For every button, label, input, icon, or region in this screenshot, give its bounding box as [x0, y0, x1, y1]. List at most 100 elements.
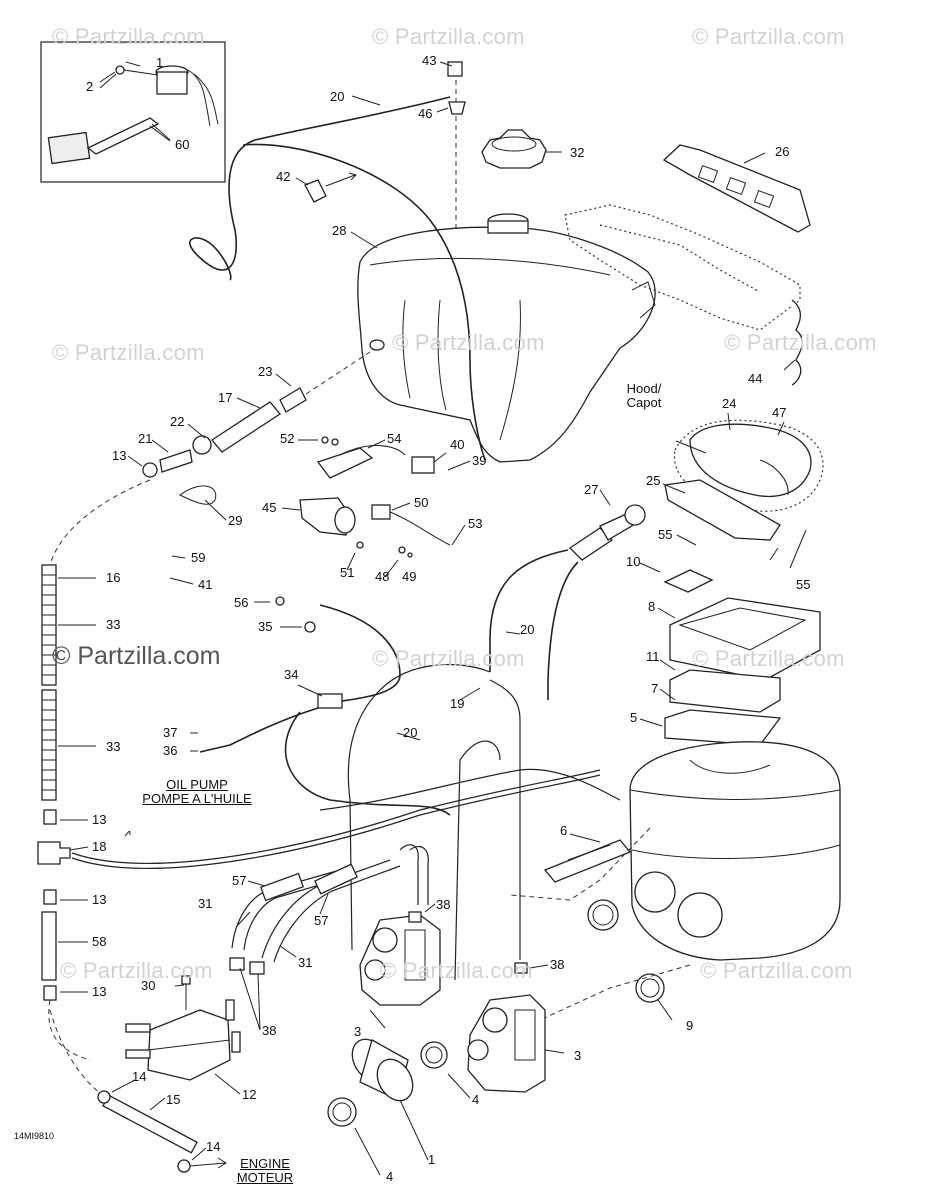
- fuel-sender-inset: [40, 41, 226, 183]
- callout-27: 27: [584, 482, 599, 497]
- hood-label-fr: Capot: [626, 395, 662, 410]
- callout-10: 10: [626, 554, 641, 569]
- callout-7: 7: [651, 681, 659, 696]
- callout-50: 50: [414, 495, 429, 510]
- callout-30: 30: [141, 978, 156, 993]
- callout-13: 13: [112, 448, 127, 463]
- callout-20c: 20: [403, 725, 418, 740]
- callout-20b: 20: [520, 622, 535, 637]
- callout-19: 19: [450, 696, 465, 711]
- callout-8: 8: [648, 599, 656, 614]
- callout-21: 21: [138, 431, 153, 446]
- callout-13c: 13: [92, 892, 107, 907]
- callout-59: 59: [191, 550, 206, 565]
- watermark: © Partzilla.com: [52, 340, 205, 365]
- callout-4: 4: [472, 1092, 480, 1107]
- callout-55b: 55: [796, 577, 811, 592]
- callout-14b: 14: [206, 1139, 221, 1154]
- callout-45: 45: [262, 500, 277, 515]
- oil-pump-label-fr: POMPE A L'HUILE: [142, 791, 252, 806]
- hood-caption: Hood/ Capot: [618, 382, 670, 410]
- callout-56: 56: [234, 595, 249, 610]
- tank-cap: [481, 129, 547, 169]
- callout-28: 28: [332, 223, 347, 238]
- callout-37: 37: [163, 725, 178, 740]
- drawing-code: 14MI9810: [14, 1131, 55, 1141]
- callout-4b: 4: [386, 1169, 394, 1184]
- callout-11: 11: [646, 649, 660, 664]
- watermark: © Partzilla.com: [692, 24, 845, 49]
- engine-caption: ENGINE MOTEUR: [230, 1157, 300, 1185]
- hood-assembly: [664, 419, 824, 541]
- callout-47: 47: [772, 405, 787, 420]
- callout-57: 57: [232, 873, 247, 888]
- oil-pump-label-en: OIL PUMP: [166, 777, 228, 792]
- callout-13d: 13: [92, 984, 107, 999]
- callout-3: 3: [354, 1024, 362, 1039]
- callout-16: 16: [106, 570, 121, 585]
- callout-5: 5: [630, 710, 638, 725]
- engine-label-en: ENGINE: [240, 1156, 290, 1171]
- callout-33: 33: [106, 617, 121, 632]
- callout-53: 53: [468, 516, 483, 531]
- engine-label-fr: MOTEUR: [236, 1170, 294, 1185]
- bracket-and-rings: [509, 827, 691, 1021]
- callout-25: 25: [646, 473, 661, 488]
- callout-41: 41: [198, 577, 213, 592]
- callout-55: 55: [658, 527, 673, 542]
- callout-49: 49: [402, 569, 417, 584]
- fuel-pump: [125, 957, 265, 1081]
- watermark-highlighted: © Partzilla.com: [52, 642, 221, 670]
- callout-39: 39: [472, 453, 487, 468]
- fuel-tank: [357, 213, 656, 463]
- callout-22: 22: [170, 414, 185, 429]
- callout-29: 29: [228, 513, 243, 528]
- callout-57b: 57: [314, 913, 329, 928]
- callout-6: 6: [560, 823, 568, 838]
- watermark: © Partzilla.com: [692, 646, 845, 671]
- electrical-parts: [299, 436, 451, 558]
- hood-label-en: Hood/: [626, 381, 662, 396]
- watermark: © Partzilla.com: [60, 958, 213, 983]
- callout-34: 34: [284, 667, 299, 682]
- callout-17: 17: [218, 390, 233, 405]
- vent-hose-upper: [189, 61, 486, 461]
- watermark: © Partzilla.com: [52, 24, 205, 49]
- callout-26: 26: [775, 144, 790, 159]
- fuel-filter: [142, 351, 371, 505]
- callout-23: 23: [258, 364, 273, 379]
- callout-52: 52: [280, 431, 295, 446]
- hood-rail: [564, 144, 811, 386]
- callout-42: 42: [276, 169, 291, 184]
- callout-44: 44: [748, 371, 763, 386]
- callout-12: 12: [242, 1087, 257, 1102]
- mid-hoses: [319, 663, 621, 981]
- watermark: © Partzilla.com: [372, 646, 525, 671]
- primer: [489, 504, 646, 700]
- callout-2: 2: [86, 79, 94, 94]
- callout-38: 38: [436, 897, 451, 912]
- oil-pump-caption: OIL PUMP POMPE A L'HUILE: [122, 778, 272, 806]
- watermark: © Partzilla.com: [380, 958, 533, 983]
- callout-31b: 31: [298, 955, 313, 970]
- fuel-line-column: [37, 479, 601, 1101]
- watermark: © Partzilla.com: [724, 330, 877, 355]
- callout-58: 58: [92, 934, 107, 949]
- callout-38c: 38: [262, 1023, 277, 1038]
- callout-54: 54: [387, 431, 402, 446]
- leader-lines: [58, 61, 807, 1176]
- callout-18: 18: [92, 839, 107, 854]
- callout-48: 48: [375, 569, 390, 584]
- oil-pump-cable: [199, 596, 451, 816]
- callout-31: 31: [198, 896, 213, 911]
- callout-51: 51: [340, 565, 355, 580]
- carburetors: [359, 911, 546, 1093]
- callout-36: 36: [163, 743, 178, 758]
- callout-33b: 33: [106, 739, 121, 754]
- callout-40: 40: [450, 437, 465, 452]
- callout-24: 24: [722, 396, 737, 411]
- intake-boots: [327, 1038, 448, 1127]
- callout-46: 46: [418, 106, 433, 121]
- callout-1b: 1: [428, 1152, 436, 1167]
